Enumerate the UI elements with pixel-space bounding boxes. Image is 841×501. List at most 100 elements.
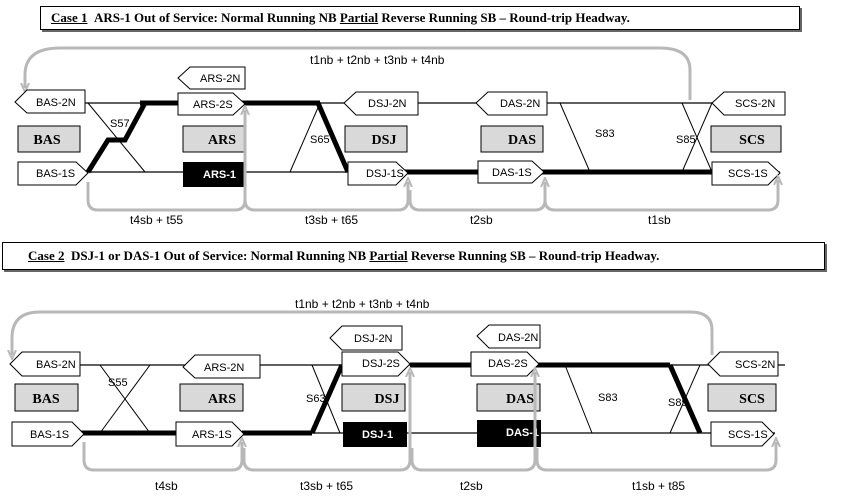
case2-scs-1s-tag bbox=[710, 421, 775, 447]
case1-seg4-headway: t1sb bbox=[648, 213, 671, 227]
case2-s63-label: S63 bbox=[306, 393, 326, 405]
case1-seg3-headway: t2sb bbox=[470, 213, 493, 227]
case1-bas-1s-label: BAS-1S bbox=[36, 168, 75, 180]
case2-seg2-arrow bbox=[242, 372, 410, 472]
case2-station-scs-label: SCS bbox=[739, 392, 765, 407]
case2-bas-1s-tag bbox=[11, 421, 85, 447]
case1-ars-2s-tag bbox=[177, 92, 246, 116]
case2-dsj-2s-label: DSJ-2S bbox=[362, 358, 400, 370]
case2-seg1-headway: t4sb bbox=[155, 479, 178, 493]
case1-s85-label: S85 bbox=[676, 134, 696, 146]
case1-dsj-2n-tag bbox=[343, 91, 419, 116]
case2-title-partial: Partial bbox=[369, 248, 408, 263]
case1-dsj-1s-tag bbox=[347, 161, 409, 186]
case1-seg2-headway: t3sb + t65 bbox=[305, 213, 358, 227]
case2-station-ars-label: ARS bbox=[208, 392, 236, 407]
case2-ars-2n-label: ARS-2N bbox=[204, 362, 244, 374]
case1-crossover-s83 bbox=[559, 102, 591, 173]
case1-station-bas-label: BAS bbox=[33, 133, 60, 148]
case1-title-post: Reverse Running SB – Round-trip Headway. bbox=[378, 10, 630, 25]
case2-bas-2n-label: BAS-2N bbox=[36, 359, 76, 371]
case1-roundtrip-headway: t1nb + t2nb + t3nb + t4nb bbox=[310, 53, 445, 67]
case1-das-1s-tag bbox=[477, 160, 545, 184]
case1-diagram: S57 S65 S83 S85 ARS-2N BAS-2N ARS-2S DSJ… bbox=[14, 46, 786, 227]
case1-bas-1s-tag bbox=[17, 161, 89, 186]
case2-s83-label: S83 bbox=[598, 392, 618, 404]
case1-station-dsj-label: DSJ bbox=[372, 133, 397, 148]
case1-das-1s-label: DAS-1S bbox=[492, 167, 532, 179]
case2-ars-2n-tag bbox=[182, 354, 261, 379]
case2-roundtrip-arrow bbox=[12, 310, 714, 355]
case1-station-das-label: DAS bbox=[508, 133, 536, 148]
case1-roundtrip-arrow bbox=[25, 46, 692, 100]
case2-station-ars bbox=[179, 383, 244, 412]
case2-title-post: Reverse Running SB – Round-trip Headway. bbox=[407, 248, 660, 263]
case2-station-das bbox=[476, 383, 541, 412]
case2-seg1-arrow bbox=[82, 442, 242, 472]
case2-dsj-1-label: DSJ-1 bbox=[362, 429, 393, 441]
case2-seg3-headway: t2sb bbox=[460, 479, 483, 493]
case1-ars-2n-label: ARS-2N bbox=[200, 73, 240, 85]
case2-das-2n-tag bbox=[476, 324, 541, 349]
case1-title-pre: ARS-1 Out of Service: Normal Running NB bbox=[93, 10, 340, 25]
case1-station-dsj bbox=[344, 125, 408, 153]
case1-station-scs-label: SCS bbox=[739, 133, 765, 148]
case2-dsj-1-out-of-service bbox=[343, 422, 407, 447]
case2-station-bas-label: BAS bbox=[32, 392, 59, 407]
case2-dsj-2n-tag bbox=[329, 325, 403, 351]
case1-title: Case 1 ARS-1 Out of Service: Normal Runn… bbox=[40, 6, 800, 30]
case2-seg2-headway: t3sb + t65 bbox=[300, 479, 353, 493]
case2-bas-2n-tag bbox=[9, 351, 81, 377]
case1-dsj-2n-label: DSJ-2N bbox=[368, 98, 407, 110]
case1-s83-label: S83 bbox=[595, 128, 615, 140]
case1-scs-2n-label: SCS-2N bbox=[735, 98, 775, 110]
case2-station-dsj bbox=[341, 383, 406, 412]
case1-station-scs bbox=[710, 125, 782, 153]
case2-title: Case 2 DSJ-1 or DAS-1 Out of Service: No… bbox=[2, 242, 825, 270]
case1-seg4-arrow bbox=[543, 180, 778, 212]
case2-bas-1s-label: BAS-1S bbox=[30, 429, 69, 441]
case1-label: Case 1 bbox=[51, 10, 88, 25]
case1-seg3-arrow bbox=[408, 182, 545, 212]
case1-ars-2s-label: ARS-2S bbox=[193, 99, 233, 111]
case1-das-2n-label: DAS-2N bbox=[500, 98, 540, 110]
case2-seg4-arrow bbox=[535, 442, 776, 472]
case1-station-ars bbox=[182, 125, 246, 153]
case1-crossover-s57 bbox=[85, 101, 148, 174]
case2-roundtrip-headway: t1nb + t2nb + t3nb + t4nb bbox=[295, 297, 430, 311]
case2-crossover-s55 bbox=[99, 364, 151, 434]
case2-station-dsj-label: DSJ bbox=[375, 392, 400, 407]
case2-crossover-s85 bbox=[667, 363, 703, 435]
case1-das-2n-tag bbox=[475, 91, 548, 116]
case2-das-1-label: DAS-1 bbox=[506, 427, 539, 439]
case1-dsj-1s-label: DSJ-1S bbox=[366, 168, 404, 180]
case2-dsj-2s-tag bbox=[341, 351, 411, 377]
case1-seg2-arrow bbox=[243, 182, 408, 212]
case2-ars-1s-label: ARS-1S bbox=[192, 429, 232, 441]
case2-scs-1s-label: SCS-1S bbox=[728, 429, 768, 441]
case2-das-2n-label: DAS-2N bbox=[498, 332, 538, 344]
case1-s57-label: S57 bbox=[110, 118, 130, 130]
case1-station-das bbox=[480, 125, 544, 153]
case2-seg3-arrow bbox=[410, 372, 535, 472]
case1-bas-2n-label: BAS-2N bbox=[36, 97, 76, 109]
case2-crossover-s83 bbox=[564, 364, 593, 434]
case1-station-bas bbox=[17, 125, 81, 153]
case2-title-pre: DSJ-1 or DAS-1 Out of Service: Normal Ru… bbox=[70, 248, 370, 263]
case2-scs-2n-tag bbox=[707, 351, 779, 377]
case1-ars-1-label: ARS-1 bbox=[203, 169, 236, 181]
case1-bas-2n-tag bbox=[14, 89, 86, 114]
case1-title-partial: Partial bbox=[339, 10, 379, 25]
case1-s65-label: S65 bbox=[310, 134, 330, 146]
case1-ars-2n-tag bbox=[177, 66, 246, 90]
case2-dsj-2n-label: DSJ-2N bbox=[354, 333, 393, 345]
case1-ars-1-out-of-service bbox=[183, 162, 245, 187]
case2-s85-label: S85 bbox=[668, 397, 688, 409]
case1-seg1-headway: t4sb + t55 bbox=[130, 213, 183, 227]
case2-station-bas bbox=[14, 383, 79, 412]
case2-label: Case 2 bbox=[28, 248, 65, 263]
case2-das-2s-label: DAS-2S bbox=[488, 358, 528, 370]
case2-scs-2n-label: SCS-2N bbox=[735, 359, 775, 371]
case2-station-das-label: DAS bbox=[506, 392, 534, 407]
